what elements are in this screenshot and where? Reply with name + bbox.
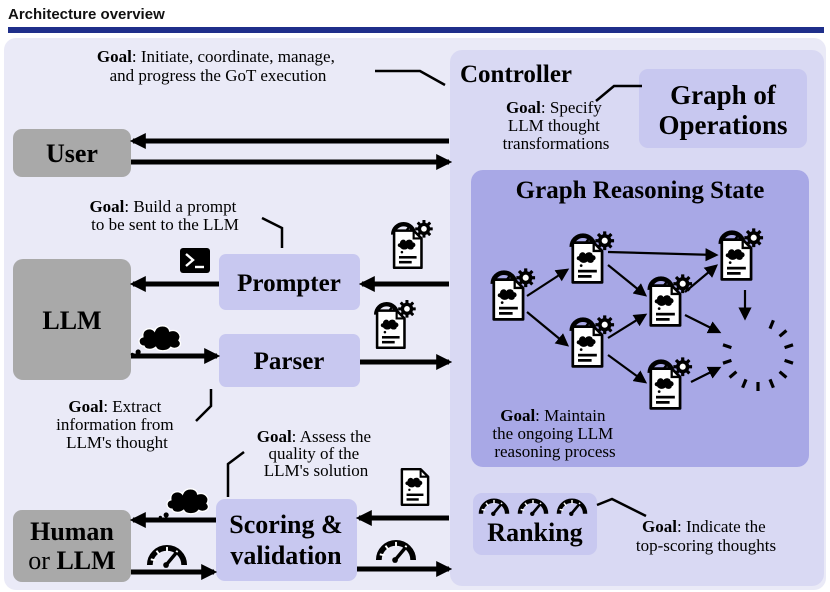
scoring-label: Scoring & <box>229 510 342 539</box>
goal-controller: Goal: Initiate, coordinate, manage, and … <box>97 47 339 85</box>
progress-spinner-icon <box>722 319 794 391</box>
goal-prompter: Goal: Build a prompt to be sent to the L… <box>89 197 240 234</box>
ranking-goal-leader-line <box>596 497 647 518</box>
prompter-box[interactable] <box>219 254 360 310</box>
graph-of-operations-label: Graph of <box>670 80 777 110</box>
ranking-label: Ranking <box>487 518 582 547</box>
goal-ranking: Goal: Indicate the top-scoring thoughts <box>636 517 776 555</box>
terminal-icon <box>180 248 210 273</box>
scoring-goal-leader-line <box>226 451 245 497</box>
controller-label: Controller <box>460 61 572 88</box>
graph-reasoning-state-label: Graph Reasoning State <box>516 177 765 204</box>
human-or-llm-box[interactable] <box>13 510 131 582</box>
header-rule <box>8 27 824 33</box>
page-title: Architecture overview <box>8 6 165 23</box>
goo-goal-leader-line <box>595 84 642 102</box>
user-box[interactable] <box>13 129 131 177</box>
document-icon <box>400 467 430 507</box>
goal-parser: Goal: Extract information from LLM's tho… <box>56 397 178 452</box>
parser-box[interactable] <box>219 334 360 387</box>
parser-label: Parser <box>254 348 325 375</box>
user-label: User <box>46 139 98 168</box>
graph-of-operations-label-2: Operations <box>658 110 787 140</box>
controller-goal-leader-line <box>375 69 446 87</box>
prompter-goal-leader-line <box>261 216 284 248</box>
or-llm-label: or LLM <box>28 546 115 575</box>
goal-scoring: Goal: Assess the quality of the LLM's so… <box>257 427 376 480</box>
human-label: Human <box>30 517 114 546</box>
llm-label: LLM <box>42 306 101 335</box>
reasoning-graph-edges <box>526 248 752 384</box>
graph-of-operations-box[interactable] <box>639 69 807 148</box>
scoring-validation-box[interactable] <box>216 499 357 581</box>
parser-goal-leader-line <box>195 389 213 422</box>
validation-label: validation <box>230 541 342 570</box>
goal-graph-of-operations: Goal: Specify LLM thought transformation… <box>503 98 610 153</box>
llm-box[interactable] <box>13 259 131 380</box>
prompter-label: Prompter <box>237 270 341 297</box>
goal-graph-reasoning-state: Goal: Maintain the ongoing LLM reasoning… <box>492 406 617 461</box>
